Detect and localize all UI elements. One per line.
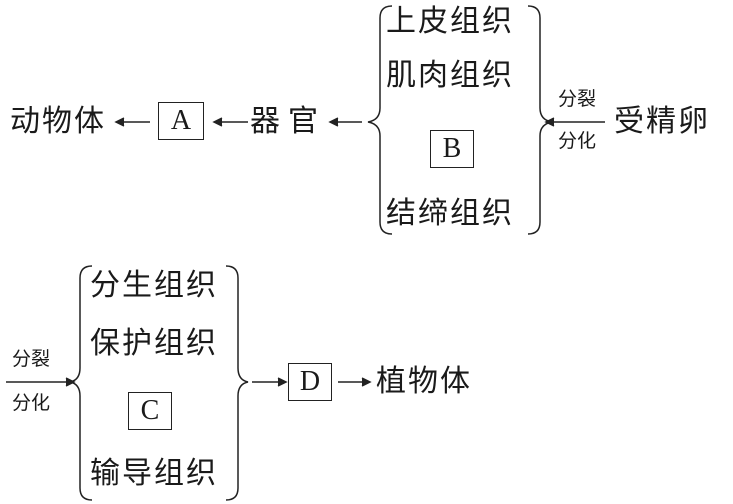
tissue-conducting: 输导组织: [90, 456, 218, 491]
box-a: A: [158, 102, 204, 140]
animal-organism-label: 动物体: [10, 104, 106, 139]
process-division-animal: 分裂: [558, 88, 597, 110]
right-brace-plant: [225, 265, 249, 501]
box-b: B: [430, 130, 474, 168]
arrow-organ-to-a: [212, 117, 248, 127]
tissue-meristematic: 分生组织: [90, 268, 218, 303]
arrow-tissues-to-organ: [328, 117, 362, 127]
tissue-muscle: 肌肉组织: [386, 58, 514, 93]
left-brace-plant: [69, 265, 93, 501]
plant-organism-label: 植物体: [376, 364, 472, 399]
arrow-d-to-plant: [338, 377, 372, 387]
left-brace-animal: [367, 5, 393, 235]
arrow-zygote-to-tissues: [544, 117, 605, 127]
arrow-a-to-animal: [114, 117, 150, 127]
box-c: C: [128, 392, 172, 430]
tissue-epithelial: 上皮组织: [386, 4, 514, 39]
box-d: D: [288, 363, 332, 401]
tissue-protective: 保护组织: [90, 326, 218, 361]
process-differentiation-plant: 分化: [12, 392, 51, 414]
arrow-into-plant-tissues: [6, 377, 76, 387]
process-differentiation-animal: 分化: [558, 130, 597, 152]
process-division-plant: 分裂: [12, 348, 51, 370]
zygote-label: 受精卵: [614, 104, 710, 139]
tissue-connective: 结缔组织: [386, 196, 514, 231]
arrow-tissues-to-d: [252, 377, 288, 387]
organ-label: 器官: [250, 104, 326, 139]
right-brace-animal: [527, 5, 553, 235]
